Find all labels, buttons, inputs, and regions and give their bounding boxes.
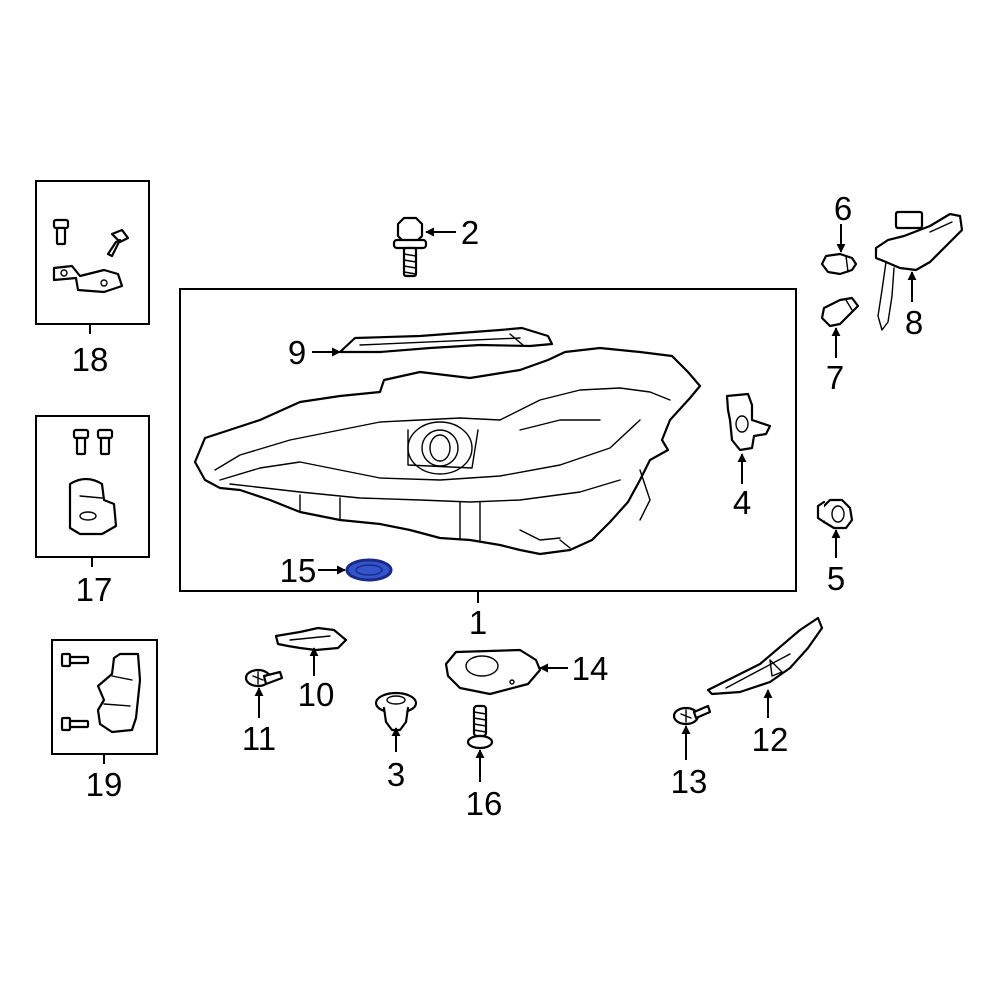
callout-15: 15 [280,552,317,589]
callout-3: 3 [387,756,405,793]
callout-7: 7 [826,359,844,396]
wiring-harness-part[interactable] [874,210,964,331]
callout-5: 5 [827,560,845,597]
headlamp-assembly-part[interactable] [193,346,702,556]
callout-17: 17 [76,571,113,608]
repair-kit-17-part[interactable] [68,428,118,536]
callout-9: 9 [288,334,306,371]
callout-2: 2 [461,214,479,251]
repair-kit-box-18 [35,180,150,325]
bulb-lower-part[interactable] [820,296,860,328]
repair-kit-19-part[interactable] [60,652,142,734]
repair-kit-18-part[interactable] [52,218,130,294]
lower-bracket-part[interactable] [706,616,824,696]
callout-14: 14 [572,650,609,687]
callout-16: 16 [466,785,503,822]
screw-left-part[interactable] [244,668,284,688]
callout-12: 12 [752,721,789,758]
push-pin-part[interactable] [816,498,854,530]
upper-bracket-part[interactable] [338,326,554,354]
callout-13: 13 [671,763,708,800]
socket-cover-part[interactable] [444,648,542,696]
callout-19: 19 [86,766,123,803]
callout-18: 18 [72,341,109,378]
side-bracket-part[interactable] [725,392,772,452]
seal-ring-part[interactable] [345,558,393,582]
callout-4: 4 [733,484,751,521]
callout-10: 10 [298,676,335,713]
clip-part[interactable] [374,691,418,732]
callout-11: 11 [242,720,276,757]
screw-vertical-part[interactable] [466,704,494,750]
headlamp-assembly-box [179,288,797,592]
screw-right-part[interactable] [672,704,712,726]
callout-1: 1 [469,604,487,641]
bulb-upper-part[interactable] [820,252,858,276]
callout-6: 6 [834,190,852,227]
callout-8: 8 [905,304,923,341]
small-bracket-part[interactable] [274,626,348,652]
bolt-part[interactable] [392,216,428,278]
